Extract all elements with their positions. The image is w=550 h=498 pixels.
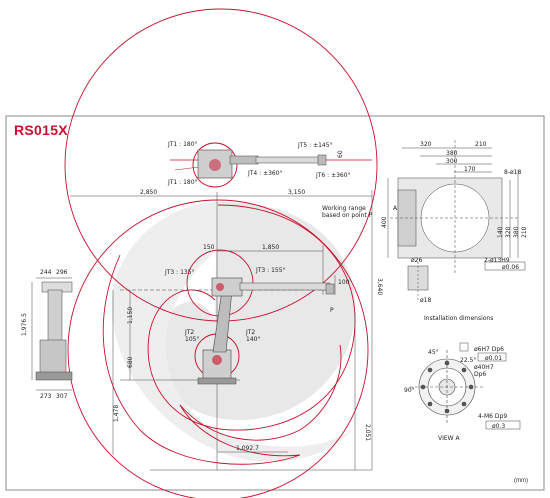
robot-front-view	[31, 277, 73, 391]
label-flange1: ø6H7 Dp6	[474, 346, 504, 353]
label-tol3: ø0.3	[492, 423, 505, 430]
dim-170: 170	[464, 166, 476, 173]
label-phi26: ø26	[411, 257, 422, 264]
angle-45: 45°	[428, 349, 439, 356]
dim-2051: 2,051	[364, 424, 371, 441]
bolt-detail	[407, 262, 429, 300]
label-jt3-right: JT3 : 155°	[255, 267, 286, 274]
dim-1092: 1,092.7	[236, 445, 259, 452]
label-jt1-top: JT1 : 180°	[167, 141, 198, 148]
dim-150: 150	[203, 244, 215, 251]
dim-307: 307	[56, 393, 68, 400]
label-install: Installation dimensions	[424, 315, 493, 322]
label-holes: 8-ø18	[504, 169, 521, 176]
label-tol2: ø0.01	[485, 355, 502, 362]
inner-range-arc-3	[179, 344, 342, 441]
label-view-a: VIEW A	[438, 435, 461, 442]
angle-22: 22.5°	[460, 357, 476, 364]
model-title: RS015X	[14, 122, 68, 138]
flange-view	[410, 350, 485, 425]
dim-296: 296	[56, 269, 68, 276]
dim-320v: 320	[505, 226, 512, 238]
dim-400: 400	[381, 216, 388, 228]
drawing-frame	[5, 115, 545, 491]
label-jt3-left: JT3 : 135°	[164, 269, 195, 276]
dim-60: 60	[337, 150, 344, 158]
label-jt6: JT6 : ±360°	[315, 172, 351, 179]
inner-range-arc	[147, 204, 356, 431]
dim-3150: 3,150	[288, 189, 305, 196]
tolerance-boxes	[459, 261, 526, 430]
dim-320: 320	[420, 141, 432, 148]
working-range-area-2	[111, 202, 352, 462]
dim-380: 380	[446, 150, 458, 157]
label-jt5: JT5 : ±145°	[297, 142, 333, 149]
dim-3640: 3,640	[376, 278, 383, 295]
dim-244: 244	[40, 269, 52, 276]
robot-side-view	[197, 277, 335, 385]
dim-210: 210	[475, 141, 487, 148]
dim-273: 273	[40, 393, 52, 400]
dim-100: 100	[338, 279, 350, 286]
dim-2850: 2,850	[140, 189, 157, 196]
dim-1976: 1,976.5	[21, 313, 28, 336]
label-jt1-bottom: JT1 : 180°	[167, 179, 198, 186]
label-arrow-a: A	[393, 205, 398, 212]
label-flange3: 4-M6 Dp9	[478, 413, 507, 420]
angle-90: 90°	[404, 387, 415, 394]
installation-view	[387, 140, 520, 275]
label-pin: 2-ø13H9	[484, 257, 510, 264]
label-tol1: ø0.06	[502, 264, 519, 271]
dim-1478: 1,478	[113, 405, 120, 422]
top-base-circle	[192, 142, 238, 188]
dim-300: 300	[446, 158, 458, 165]
dim-1150: 1,150	[127, 307, 134, 324]
units-label: (mm)	[514, 478, 528, 484]
dim-210v: 210	[521, 226, 528, 238]
inner-range-arc-2	[102, 254, 301, 465]
dim-680: 680	[127, 356, 134, 368]
dim-380v: 380	[513, 226, 520, 238]
reach-circle-side	[67, 199, 369, 498]
label-jt4: JT4 : ±360°	[247, 170, 283, 177]
label-phi18: ø18	[420, 297, 431, 304]
robot-top-view	[197, 149, 327, 179]
dim-1850: 1,850	[262, 244, 279, 251]
label-point-p: P	[330, 307, 334, 314]
dim-140: 140	[497, 226, 504, 238]
